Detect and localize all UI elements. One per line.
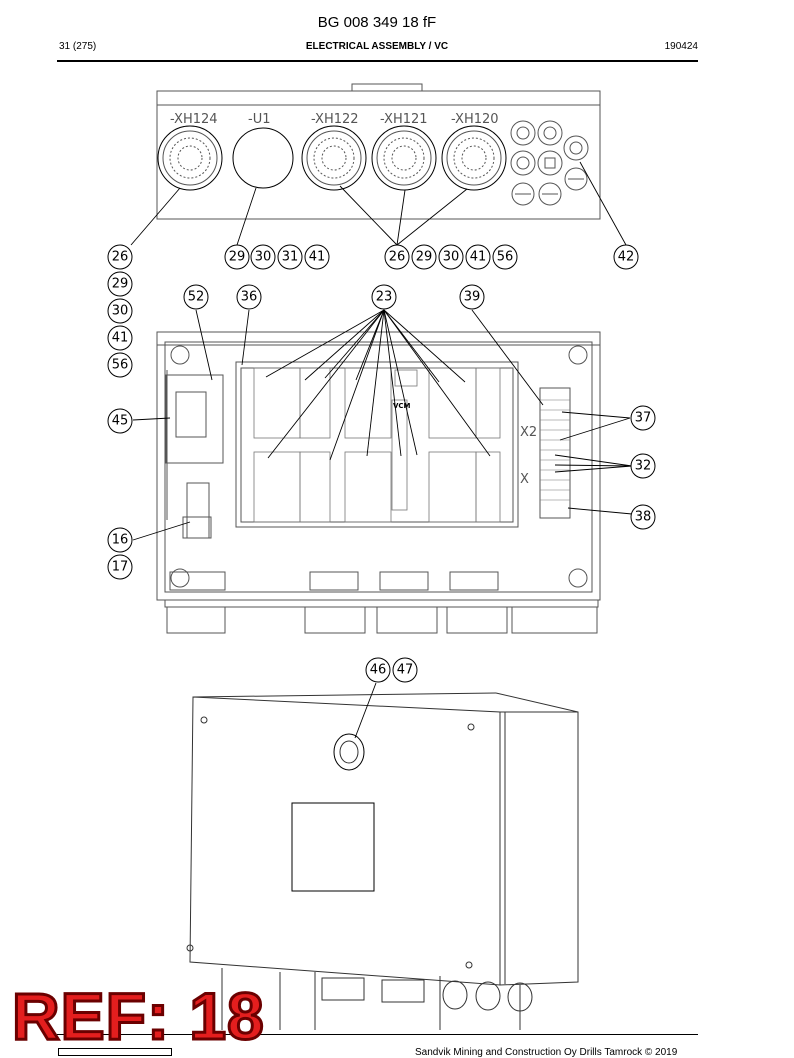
callout-45: 45 bbox=[107, 408, 133, 434]
svg-text:42: 42 bbox=[618, 250, 635, 265]
label-vcm-module: VCM bbox=[393, 402, 411, 410]
label-xh122: -XH122 bbox=[311, 112, 359, 127]
svg-text:47: 47 bbox=[397, 663, 414, 678]
connector-xh122 bbox=[301, 125, 367, 191]
callout-41c: 41 bbox=[465, 244, 491, 270]
callout-32: 32 bbox=[630, 453, 656, 479]
svg-text:32: 32 bbox=[635, 459, 652, 474]
document-date: 190424 bbox=[664, 41, 698, 52]
svg-text:46: 46 bbox=[370, 663, 387, 678]
svg-text:56: 56 bbox=[112, 358, 129, 373]
svg-text:41: 41 bbox=[470, 250, 487, 265]
svg-text:37: 37 bbox=[635, 411, 652, 426]
svg-text:36: 36 bbox=[241, 290, 258, 305]
connector-xh121 bbox=[371, 125, 437, 191]
header-divider bbox=[57, 60, 698, 62]
label-xh120: -XH120 bbox=[451, 112, 499, 127]
svg-text:26: 26 bbox=[112, 250, 129, 265]
callout-41a: 41 bbox=[107, 325, 133, 351]
svg-text:38: 38 bbox=[635, 510, 652, 525]
ref-stamp: REF: 18 bbox=[11, 979, 266, 1053]
label-terminal-x: X bbox=[520, 472, 529, 487]
callout-23: 23 bbox=[371, 284, 397, 310]
callout-26c: 26 bbox=[384, 244, 410, 270]
svg-text:30: 30 bbox=[255, 250, 272, 265]
svg-text:30: 30 bbox=[443, 250, 460, 265]
callout-38: 38 bbox=[630, 504, 656, 530]
svg-text:41: 41 bbox=[309, 250, 326, 265]
svg-text:16: 16 bbox=[112, 533, 129, 548]
svg-text:52: 52 bbox=[188, 290, 205, 305]
callout-37: 37 bbox=[630, 405, 656, 431]
callout-56a: 56 bbox=[107, 352, 133, 378]
svg-text:17: 17 bbox=[112, 560, 129, 575]
callout-36: 36 bbox=[236, 284, 262, 310]
svg-text:31: 31 bbox=[282, 250, 299, 265]
leader-lines bbox=[130, 161, 633, 739]
callout-39: 39 bbox=[459, 284, 485, 310]
callout-30a: 30 bbox=[107, 298, 133, 324]
callout-26a: 26 bbox=[107, 244, 133, 270]
svg-text:45: 45 bbox=[112, 414, 129, 429]
svg-text:56: 56 bbox=[497, 250, 514, 265]
svg-text:23: 23 bbox=[376, 290, 393, 305]
svg-text:39: 39 bbox=[464, 290, 481, 305]
connector-xh120 bbox=[441, 125, 507, 191]
svg-text:41: 41 bbox=[112, 331, 129, 346]
page-number: 31 (275) bbox=[59, 41, 97, 52]
callout-16: 16 bbox=[107, 527, 133, 553]
svg-text:30: 30 bbox=[112, 304, 129, 319]
callout-17: 17 bbox=[107, 554, 133, 580]
svg-text:29: 29 bbox=[416, 250, 433, 265]
callout-29b: 29 bbox=[224, 244, 250, 270]
svg-text:29: 29 bbox=[229, 250, 246, 265]
callout-30b: 30 bbox=[250, 244, 276, 270]
callout-52: 52 bbox=[183, 284, 209, 310]
connector-xh124 bbox=[157, 125, 223, 191]
callout-42: 42 bbox=[613, 244, 639, 270]
callout-29a: 29 bbox=[107, 271, 133, 297]
callout-47: 47 bbox=[392, 657, 418, 683]
cable-glands bbox=[510, 120, 589, 206]
svg-text:29: 29 bbox=[112, 277, 129, 292]
enclosure-closed-view bbox=[186, 692, 579, 1030]
component-u1 bbox=[232, 127, 294, 189]
svg-text:26: 26 bbox=[389, 250, 406, 265]
label-terminal-x2: X2 bbox=[520, 425, 537, 440]
callout-30c: 30 bbox=[438, 244, 464, 270]
section-title: ELECTRICAL ASSEMBLY / VC bbox=[305, 41, 449, 52]
document-number: BG 008 349 18 fF bbox=[317, 14, 437, 31]
callout-29c: 29 bbox=[411, 244, 437, 270]
callout-41b: 41 bbox=[304, 244, 330, 270]
callout-46: 46 bbox=[365, 657, 391, 683]
enclosure-front-view bbox=[156, 331, 601, 634]
label-xh121: -XH121 bbox=[380, 112, 428, 127]
callout-56c: 56 bbox=[492, 244, 518, 270]
callout-31b: 31 bbox=[277, 244, 303, 270]
label-u1: -U1 bbox=[248, 112, 270, 127]
label-xh124: -XH124 bbox=[170, 112, 218, 127]
footer-divider bbox=[57, 1034, 698, 1035]
connector-box-top-view bbox=[156, 83, 601, 220]
brand-logo bbox=[58, 1048, 172, 1056]
